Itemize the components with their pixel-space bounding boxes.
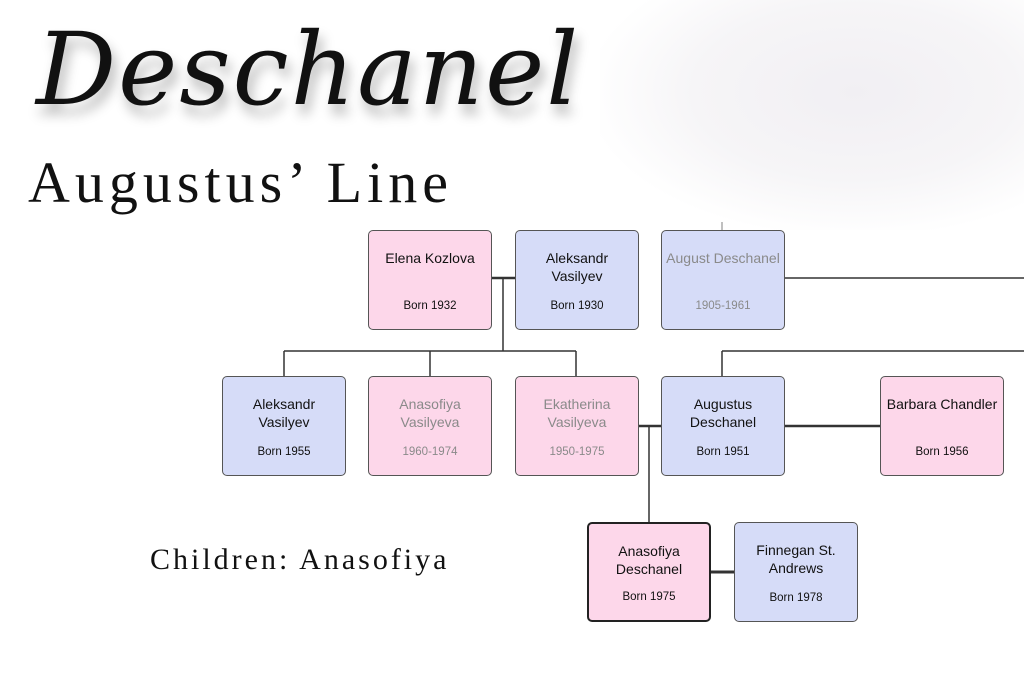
person-card-aleksandr-vasilyev-sr[interactable]: Aleksandr Vasilyev Born 1930 bbox=[515, 230, 639, 330]
person-dates: Born 1978 bbox=[769, 592, 823, 604]
person-dates: Born 1930 bbox=[550, 300, 604, 312]
person-name: Aleksandr Vasilyev bbox=[545, 250, 609, 284]
person-name: August Deschanel bbox=[666, 250, 780, 266]
person-card-anasofiya-deschanel[interactable]: Anasofiya Deschanel Born 1975 bbox=[587, 522, 711, 622]
person-name: Elena Kozlova bbox=[385, 250, 475, 266]
person-name: Finnegan St. Andrews bbox=[756, 542, 836, 576]
person-card-anasofiya-vasilyeva[interactable]: Anasofiya Vasilyeva 1960-1974 bbox=[368, 376, 492, 476]
person-card-barbara-chandler[interactable]: Barbara Chandler Born 1956 bbox=[880, 376, 1004, 476]
person-dates: Born 1975 bbox=[622, 591, 676, 603]
person-name: Barbara Chandler bbox=[886, 396, 998, 412]
person-name: Ekatherina Vasilyeva bbox=[543, 396, 611, 430]
person-name: Augustus Deschanel bbox=[689, 396, 757, 430]
person-dates: Born 1932 bbox=[403, 300, 457, 312]
person-name: Aleksandr Vasilyev bbox=[252, 396, 316, 430]
family-name-title: Deschanel bbox=[36, 11, 581, 128]
person-card-ekatherina-vasilyeva[interactable]: Ekatherina Vasilyeva 1950-1975 bbox=[515, 376, 639, 476]
person-dates: 1905-1961 bbox=[695, 300, 751, 312]
person-dates: Born 1951 bbox=[696, 446, 750, 458]
person-dates: 1950-1975 bbox=[549, 446, 605, 458]
line-subtitle: Augustus’ Line bbox=[28, 150, 453, 215]
children-caption: Children: Anasofiya bbox=[150, 543, 450, 576]
person-dates: Born 1956 bbox=[915, 446, 969, 458]
background-haze bbox=[600, 0, 1024, 230]
person-card-aleksandr-vasilyev-jr[interactable]: Aleksandr Vasilyev Born 1955 bbox=[222, 376, 346, 476]
person-card-august-deschanel[interactable]: August Deschanel 1905-1961 bbox=[661, 230, 785, 330]
person-dates: 1960-1974 bbox=[402, 446, 458, 458]
person-card-elena-kozlova[interactable]: Elena Kozlova Born 1932 bbox=[368, 230, 492, 330]
person-name: Anasofiya Vasilyeva bbox=[399, 396, 461, 430]
person-dates: Born 1955 bbox=[257, 446, 311, 458]
person-card-finnegan-st-andrews[interactable]: Finnegan St. Andrews Born 1978 bbox=[734, 522, 858, 622]
person-name: Anasofiya Deschanel bbox=[615, 543, 683, 577]
person-card-augustus-deschanel[interactable]: Augustus Deschanel Born 1951 bbox=[661, 376, 785, 476]
